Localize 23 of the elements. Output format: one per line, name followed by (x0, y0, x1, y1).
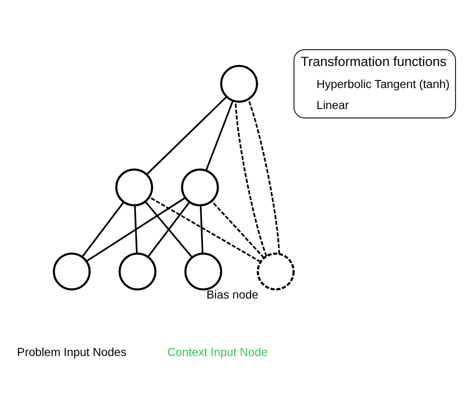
connector (86, 196, 186, 262)
connector (149, 196, 261, 262)
connector (248, 98, 280, 254)
node-label: Bias node (206, 288, 258, 302)
legend-label: Hyperbolic Tangent (tanh) (316, 78, 450, 91)
node-circle (184, 252, 222, 290)
node-circle (256, 252, 295, 290)
connector (205, 100, 234, 170)
legend-label: Linear (316, 98, 349, 112)
node-circle (115, 168, 154, 206)
connector (234, 100, 268, 256)
connector (134, 204, 138, 254)
node-circle (118, 252, 156, 290)
label: Context Input Node (167, 345, 268, 358)
label: Transformation functions (300, 54, 447, 69)
connector (146, 96, 228, 175)
connector (82, 201, 124, 257)
node-circle (181, 168, 219, 206)
connector (200, 204, 204, 254)
connector (211, 200, 264, 258)
node-circle (52, 252, 91, 290)
node-circle (220, 64, 258, 102)
label: Problem Input Nodes (17, 345, 126, 358)
